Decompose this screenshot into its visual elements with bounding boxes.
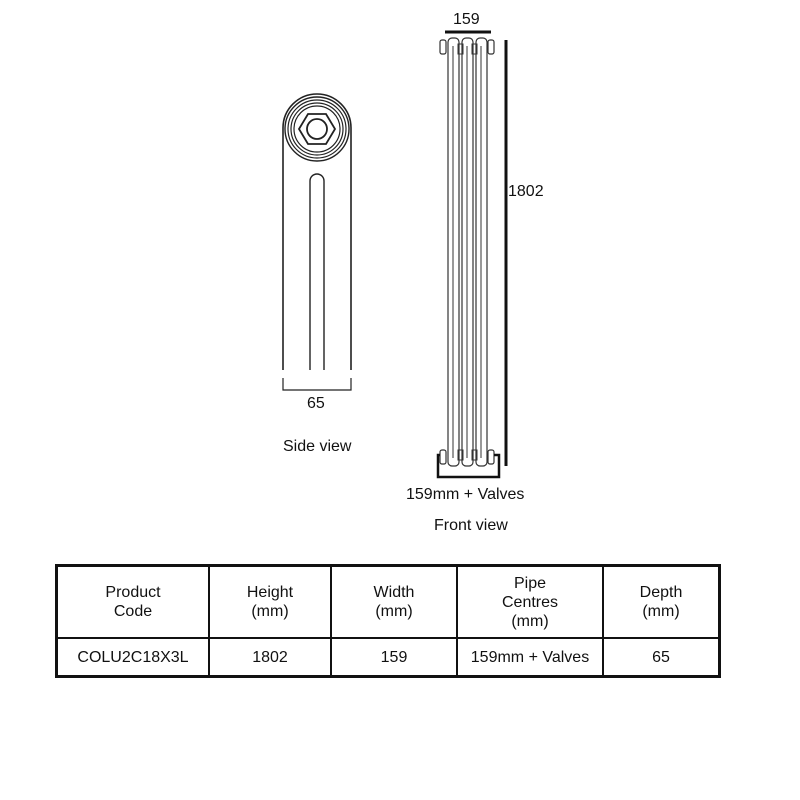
header-height: Height (mm) <box>208 564 332 639</box>
header-pipe-centres: Pipe Centres (mm) <box>456 564 604 639</box>
header-product-code: Product Code <box>55 564 210 639</box>
cell-product-code: COLU2C18X3L <box>55 637 210 678</box>
height-dimension-label: 1802 <box>508 183 544 200</box>
depth-dimension-label: 65 <box>307 395 325 412</box>
cell-pipe-centres: 159mm + Valves <box>456 637 604 678</box>
cell-depth: 65 <box>602 637 721 678</box>
header-depth: Depth (mm) <box>602 564 721 639</box>
table-header-row: Product Code Height (mm) Width (mm) Pipe… <box>55 564 721 639</box>
side-view-drawing <box>282 93 352 391</box>
front-view-caption: Front view <box>434 517 508 534</box>
side-view-caption: Side view <box>283 438 352 455</box>
spec-table: Product Code Height (mm) Width (mm) Pipe… <box>55 564 721 678</box>
pipe-centres-label: 159mm + Valves <box>406 486 525 503</box>
header-width: Width (mm) <box>330 564 458 639</box>
cell-height: 1802 <box>208 637 332 678</box>
width-dimension-label: 159 <box>453 11 480 28</box>
front-view-drawing <box>436 30 508 479</box>
cell-width: 159 <box>330 637 458 678</box>
table-row: COLU2C18X3L 1802 159 159mm + Valves 65 <box>55 637 721 678</box>
